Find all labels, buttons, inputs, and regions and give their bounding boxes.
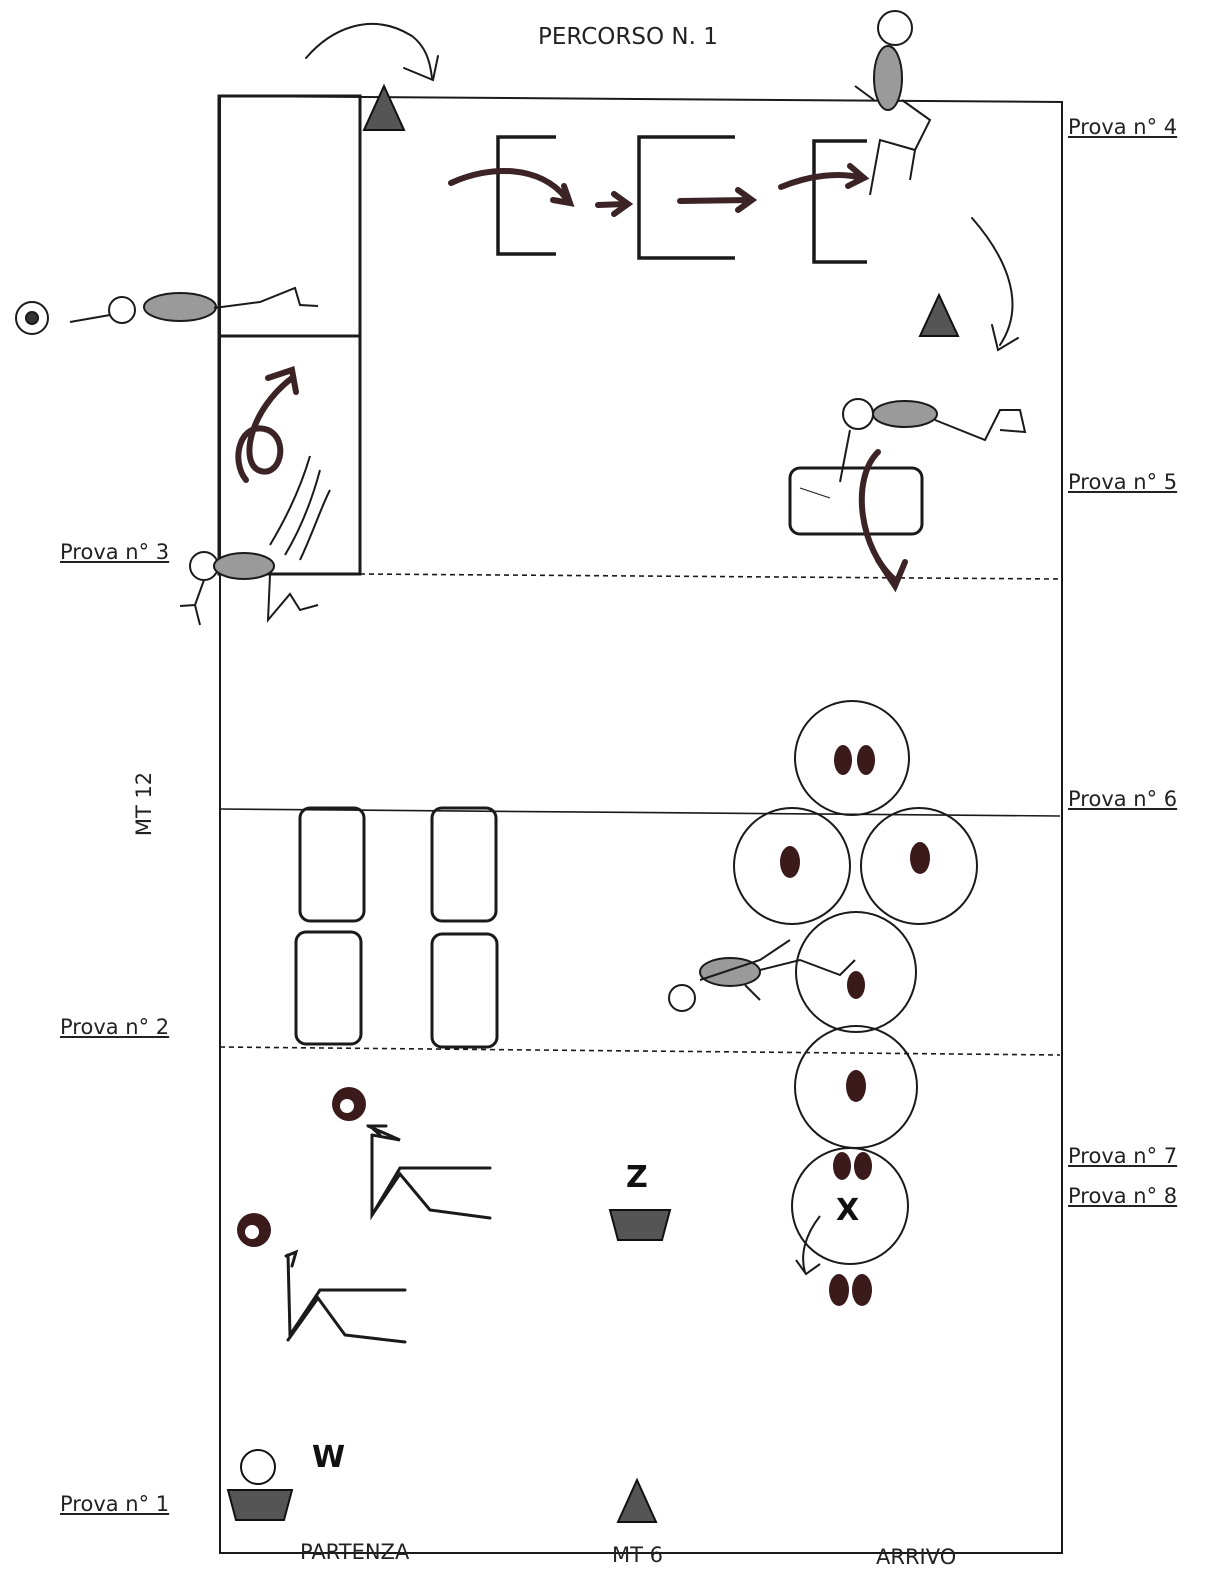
mat-icon	[430, 806, 498, 923]
side-measure-label: MT 12	[132, 771, 157, 837]
arrow-icon	[448, 163, 870, 217]
stick-figure-icon	[668, 939, 856, 1012]
footprint-icon	[846, 1070, 866, 1102]
start-label: PARTENZA	[300, 1540, 410, 1564]
cone-icon	[362, 83, 406, 131]
hoop-icon	[795, 911, 917, 1033]
mat-icon	[294, 930, 363, 1046]
label-prova-2: Prova n° 2	[60, 1015, 170, 1039]
arrow-icon	[795, 1215, 821, 1276]
hurdle-icon	[637, 135, 735, 260]
finish-label: ARRIVO	[876, 1545, 957, 1569]
footprint-icon	[833, 1152, 872, 1180]
marker-x: X	[836, 1193, 860, 1228]
cone-icon	[616, 1477, 658, 1523]
hoop-icon	[791, 1147, 909, 1265]
ball-icon	[332, 1087, 366, 1121]
arrow-icon	[858, 449, 908, 593]
stick-figure-icon	[839, 398, 1027, 483]
footprint-icon	[780, 846, 800, 878]
mat-icon	[298, 806, 366, 923]
hoop-icon	[733, 807, 851, 925]
hurdle-icon	[496, 135, 556, 256]
dashed-line-prova2	[219, 1046, 1061, 1056]
label-prova-8: Prova n° 8	[1068, 1184, 1178, 1208]
footprint-icon	[910, 842, 930, 874]
arrow-icon	[305, 22, 1019, 352]
label-prova-3: Prova n° 3	[60, 540, 170, 564]
footprint-icon	[834, 745, 875, 775]
mat-prova5	[788, 466, 924, 536]
label-prova-1: Prova n° 1	[60, 1492, 170, 1516]
mid-measure-label: MT 6	[612, 1543, 663, 1567]
mat-icon	[430, 932, 499, 1049]
arrow-icon	[235, 366, 299, 483]
arrow-icon	[284, 1124, 492, 1344]
field-boundary	[219, 94, 1063, 1554]
marker-w: W	[312, 1440, 346, 1475]
dashed-line-prova3	[359, 573, 1061, 580]
hurdle-icon	[812, 139, 867, 264]
page-title: PERCORSO N. 1	[538, 24, 718, 50]
mat-bottom	[217, 334, 362, 576]
mat-top	[217, 94, 362, 338]
footprint-icon	[829, 1274, 872, 1306]
motion-lines	[269, 455, 331, 561]
stick-figure-icon	[15, 286, 319, 335]
label-prova-6: Prova n° 6	[1068, 787, 1178, 811]
stick-figure-icon	[854, 10, 932, 196]
hoop-icon	[794, 700, 910, 816]
label-prova-5: Prova n° 5	[1068, 470, 1178, 494]
basket-icon	[226, 1449, 294, 1521]
footprint-icon	[847, 971, 865, 999]
label-prova-4: Prova n° 4	[1068, 115, 1178, 139]
hoop-icon	[860, 807, 978, 925]
marker-z: Z	[626, 1160, 648, 1195]
ball-icon	[237, 1213, 271, 1247]
cone-icon	[918, 292, 960, 337]
basket-icon	[608, 1209, 672, 1241]
stick-figure-icon	[179, 551, 319, 626]
label-prova-7: Prova n° 7	[1068, 1144, 1178, 1168]
